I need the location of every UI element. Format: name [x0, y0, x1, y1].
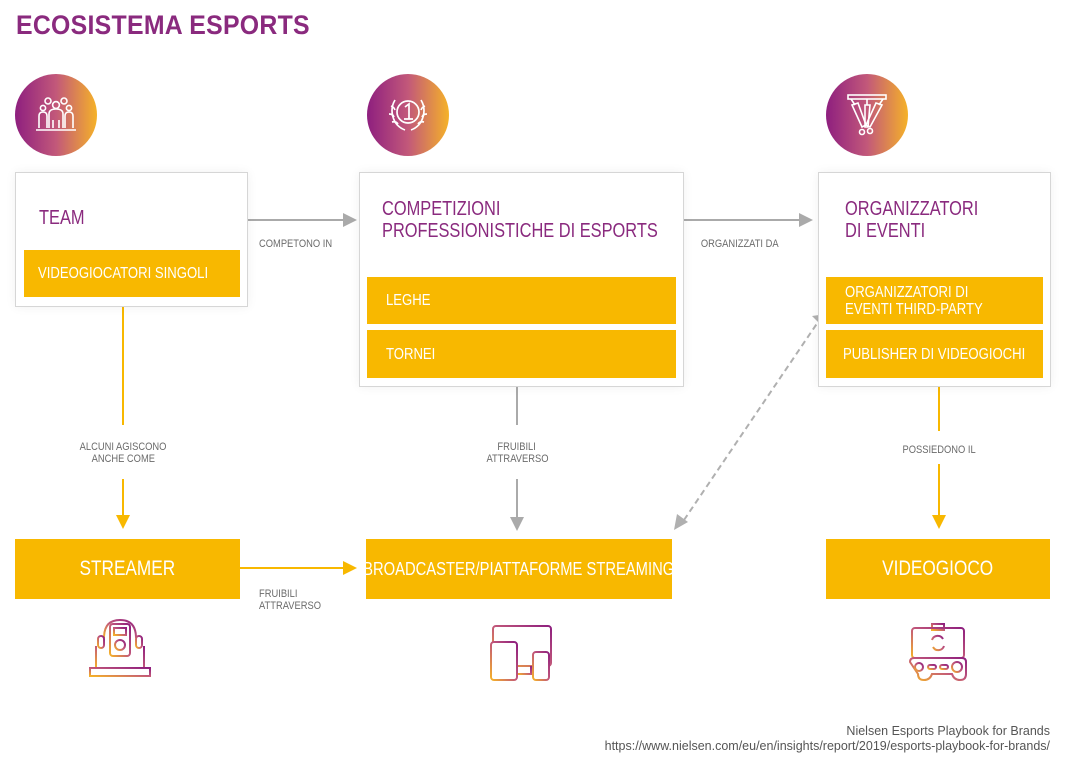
videogame-box: VIDEOGIOCO — [826, 539, 1050, 599]
source-title: Nielsen Esports Playbook for Brands — [846, 724, 1050, 738]
arrow-team-to-competitions — [247, 213, 357, 227]
arrow-streamer-to-broadcaster — [240, 561, 357, 575]
organizers-card: ORGANIZZATORI DI EVENTI ORGANIZZATORI DI… — [818, 172, 1051, 387]
competitions-card: COMPETIZIONI PROFESSIONISTICHE DI ESPORT… — [359, 172, 684, 387]
organizers-icon-badge — [826, 74, 908, 156]
label-competono-in: COMPETONO IN — [259, 238, 333, 250]
source-credit: Nielsen Esports Playbook for Brands http… — [605, 724, 1050, 754]
label-fruibili-attraverso-2: FRUIBILI ATTRAVERSO — [259, 588, 321, 612]
label-fruibili-attraverso-1: FRUIBILI ATTRAVERSO — [486, 441, 548, 465]
arrow-competitions-to-organizers — [683, 213, 813, 227]
team-title: TEAM — [39, 207, 85, 229]
competitions-title: COMPETIZIONI PROFESSIONISTICHE DI ESPORT… — [382, 198, 658, 242]
arrow-competitions-to-broadcaster — [510, 386, 524, 531]
competitions-item-tournaments: TORNEI — [367, 330, 676, 378]
team-item-solo-players: VIDEOGIOCATORI SINGOLI — [24, 250, 240, 297]
team-people-icon — [36, 97, 76, 131]
competitions-icon-badge — [367, 74, 449, 156]
source-url[interactable]: https://www.nielsen.com/eu/en/insights/r… — [604, 739, 1050, 753]
streamer-box: STREAMER — [15, 539, 240, 599]
label-organizzati-da: ORGANIZZATI DA — [701, 238, 779, 250]
handheld-game-console-icon — [908, 623, 967, 682]
streamer-laptop-headphones-icon — [89, 618, 151, 677]
page-title: ECOSISTEMA ESPORTS — [16, 10, 310, 40]
arrow-team-to-streamer — [116, 296, 130, 529]
laurel-number-one-icon — [388, 99, 428, 131]
team-card: TEAM VIDEOGIOCATORI SINGOLI — [15, 172, 248, 307]
label-possiedono-il: POSSIEDONO IL — [902, 444, 976, 456]
team-icon-badge — [15, 74, 97, 156]
competitions-item-leagues: LEGHE — [367, 277, 676, 324]
multi-device-screens-icon — [490, 625, 552, 681]
dashed-arrow-broadcaster-organizers — [674, 314, 826, 530]
broadcaster-box: BROADCASTER/PIATTAFORME STREAMING — [363, 539, 675, 599]
stage-spotlights-icon — [847, 94, 887, 136]
label-alcuni-agiscono: ALCUNI AGISCONO ANCHE COME — [79, 441, 167, 465]
organizers-title: ORGANIZZATORI DI EVENTI — [845, 198, 979, 242]
organizers-item-publishers: PUBLISHER DI VIDEOGIOCHI — [826, 330, 1043, 378]
